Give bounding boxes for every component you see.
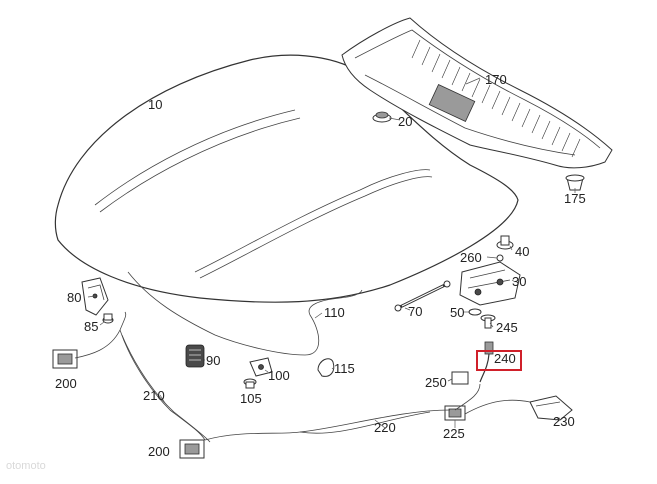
connector-200-top [52,349,78,369]
label-105: 105 [240,391,262,406]
leader-lines [87,77,576,429]
label-10: 10 [148,97,162,112]
release-lever [529,395,573,421]
label-230: 230 [553,414,575,429]
highlight-box-240 [476,350,522,371]
clip-105 [243,378,257,389]
clip-100 [249,357,273,377]
latch-bolt-50 [468,308,482,316]
label-240: 240 [494,351,516,366]
label-70: 70 [408,304,422,319]
label-20: 20 [398,114,412,129]
label-90: 90 [206,353,220,368]
label-175: 175 [564,191,586,206]
label-85: 85 [84,319,98,334]
cowl-panel [341,17,613,169]
cowl-clip [565,174,585,191]
cable-210 [74,311,211,443]
connector-200-bottom [179,439,205,459]
gas-strut [394,280,451,312]
watermark-text: otomoto [6,460,46,472]
grommet-115 [317,358,335,377]
bump-stop [372,111,392,123]
label-100: 100 [268,368,290,383]
microswitch-240 [479,341,494,383]
connector-250 [451,371,469,385]
label-245: 245 [496,320,518,335]
hood-panel [54,54,519,303]
label-50: 50 [450,305,464,320]
connector-225 [444,405,466,421]
cowl-grille-ribs [411,39,581,158]
rubber-buffer [185,344,205,368]
hinge-bolt-85 [102,313,114,324]
label-110: 110 [324,305,345,320]
label-80: 80 [67,290,81,305]
latch-nut-260 [496,254,504,262]
label-225: 225 [443,426,465,441]
label-40: 40 [515,244,529,259]
label-250: 250 [425,375,447,390]
label-220: 220 [374,420,396,435]
hood-latch [459,261,521,306]
screw-245 [480,314,496,329]
label-200-top: 200 [55,376,77,391]
label-260: 260 [460,250,482,265]
label-30: 30 [512,274,526,289]
cable-220 [204,383,531,441]
latch-bolt-40 [496,235,514,250]
label-170: 170 [485,72,507,87]
label-210: 210 [143,388,165,403]
hood-hinge [81,277,109,316]
part-labels: 10 20 30 40 50 70 80 85 90 100 105 110 1… [55,72,586,459]
label-200-bottom: 200 [148,444,170,459]
label-115: 115 [334,361,355,376]
